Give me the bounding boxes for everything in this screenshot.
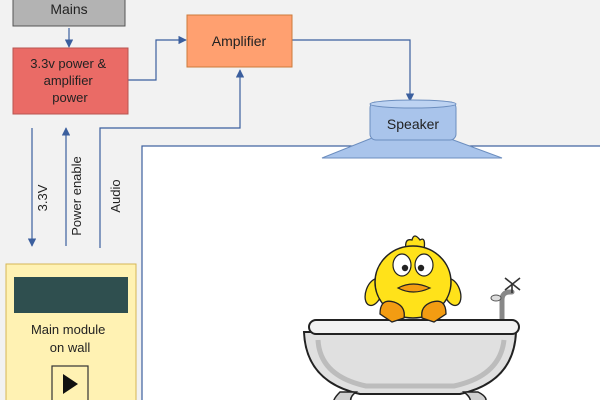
duck-eye-right [414, 253, 434, 277]
audio-line [99, 69, 245, 248]
power-box [12, 47, 129, 115]
duck-foot-right [421, 300, 447, 323]
power-to-amplifier-line [128, 35, 187, 81]
module-label-line-2: on wall [50, 340, 91, 355]
tub-foot-right [461, 391, 487, 400]
bathtub-illustration [302, 277, 521, 400]
duck-beak [396, 283, 432, 293]
mains-label: Mains [50, 1, 87, 17]
amplifier-box [186, 14, 293, 68]
audio-label: Audio [108, 179, 123, 212]
connectors [27, 28, 415, 248]
speaker-top [369, 99, 457, 109]
power-label-line-2: amplifier [44, 73, 94, 88]
tub-shade [315, 339, 507, 389]
power-label: 3.3v power & amplifier power [30, 56, 110, 105]
tap-spout [490, 294, 502, 302]
tap-icon [499, 289, 515, 323]
power-label-line-3: power [52, 90, 88, 105]
amplifier-label: Amplifier [212, 33, 267, 49]
amplifier-to-speaker-line [292, 39, 415, 102]
duck-foot-left [379, 300, 405, 323]
speaker-cone [321, 137, 503, 159]
module-label: Main module on wall [31, 322, 109, 355]
duck-pupil-left [401, 264, 409, 272]
enable-label: Power enable [69, 156, 84, 236]
power-label-line-1: 3.3v power & [30, 56, 106, 71]
tub-rim [308, 319, 520, 335]
speaker: Speaker [321, 99, 503, 159]
speaker-label: Speaker [387, 116, 439, 132]
module-label-line-1: Main module [31, 322, 105, 337]
tub-foot-left [333, 391, 359, 400]
play-icon [63, 374, 78, 394]
duck-eye-left [392, 253, 412, 277]
module-screen [14, 277, 128, 313]
tap-handle [504, 277, 521, 293]
v33-label: 3.3V [35, 184, 50, 211]
duck-pupil-right [417, 264, 425, 272]
duck-illustration [364, 235, 462, 323]
mains-box [12, 0, 126, 27]
tub-body [302, 331, 518, 395]
